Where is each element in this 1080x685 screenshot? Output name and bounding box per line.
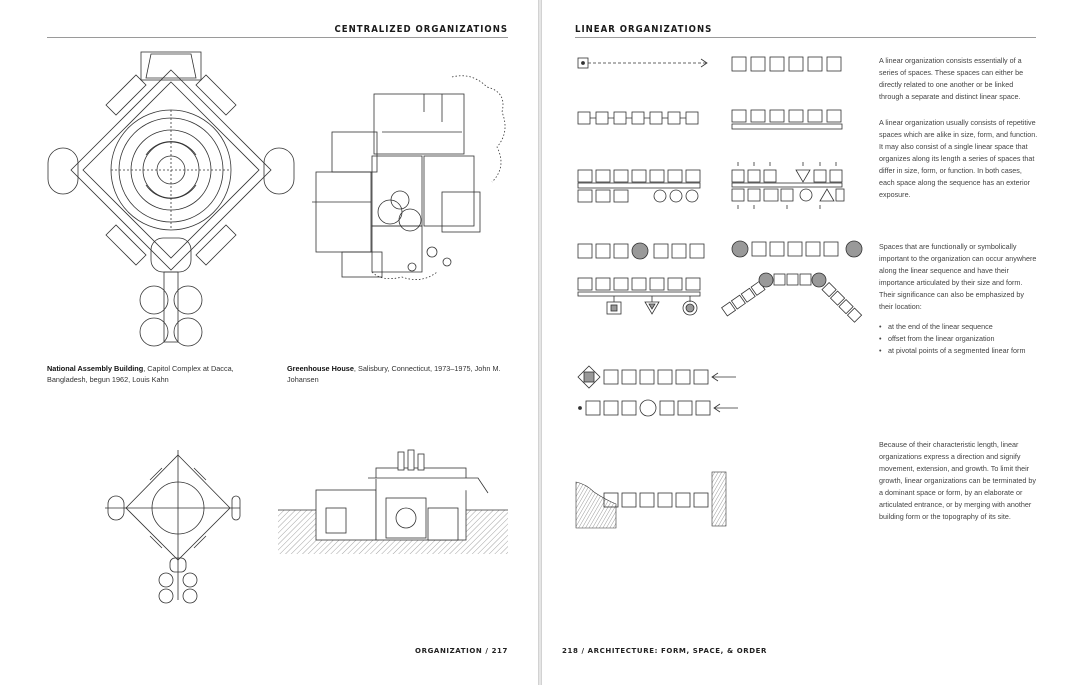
right-page-footer: 218 / ARCHITECTURE: FORM, SPACE, & ORDER <box>562 647 768 655</box>
greenhouse-caption: Greenhouse House, Salisbury, Connecticut… <box>287 363 517 385</box>
national-assembly-caption-text: , Capitol Complex at Dacca, Bangladesh, … <box>47 364 234 384</box>
centralized-diagram <box>105 450 241 604</box>
book-gutter <box>538 0 542 685</box>
greenhouse-house-plan-drawing <box>312 75 506 280</box>
significance-bullet-list: at the end of the linear sequence offset… <box>879 321 1039 357</box>
linear-organization-diagrams <box>575 56 863 529</box>
right-header-rule <box>575 37 1036 38</box>
bullet-item: offset from the linear organization <box>879 333 1039 345</box>
right-page: LINEAR ORGANIZATIONS <box>542 0 1080 685</box>
national-assembly-caption: National Assembly Building, Capitol Comp… <box>47 363 272 385</box>
bullet-item: at the end of the linear sequence <box>879 321 1039 333</box>
greenhouse-caption-title: Greenhouse House <box>287 364 354 373</box>
paragraph-4: Because of their characteristic length, … <box>879 440 1037 521</box>
greenhouse-section-drawing <box>278 449 508 554</box>
left-page: CENTRALIZED ORGANIZATIONS <box>0 0 538 685</box>
left-header-rule <box>47 37 508 38</box>
greenhouse-caption-text: , Salisbury, Connecticut, 1973–1975, Joh… <box>287 364 501 384</box>
paragraph-1: A linear organization consists essential… <box>879 56 1024 101</box>
national-assembly-caption-title: National Assembly Building <box>47 364 144 373</box>
bullet-item: at pivotal points of a segmented linear … <box>879 345 1039 357</box>
paragraph-2: A linear organization usually consists o… <box>879 118 1038 199</box>
right-page-header: LINEAR ORGANIZATIONS <box>575 24 713 35</box>
paragraph-3-text: Spaces that are functionally or symbolic… <box>879 242 1037 311</box>
paragraph-3: Spaces that are functionally or symbolic… <box>879 241 1039 357</box>
left-page-footer: ORGANIZATION / 217 <box>415 647 508 655</box>
left-page-header: CENTRALIZED ORGANIZATIONS <box>334 24 508 35</box>
national-assembly-plan-drawing <box>47 51 295 347</box>
